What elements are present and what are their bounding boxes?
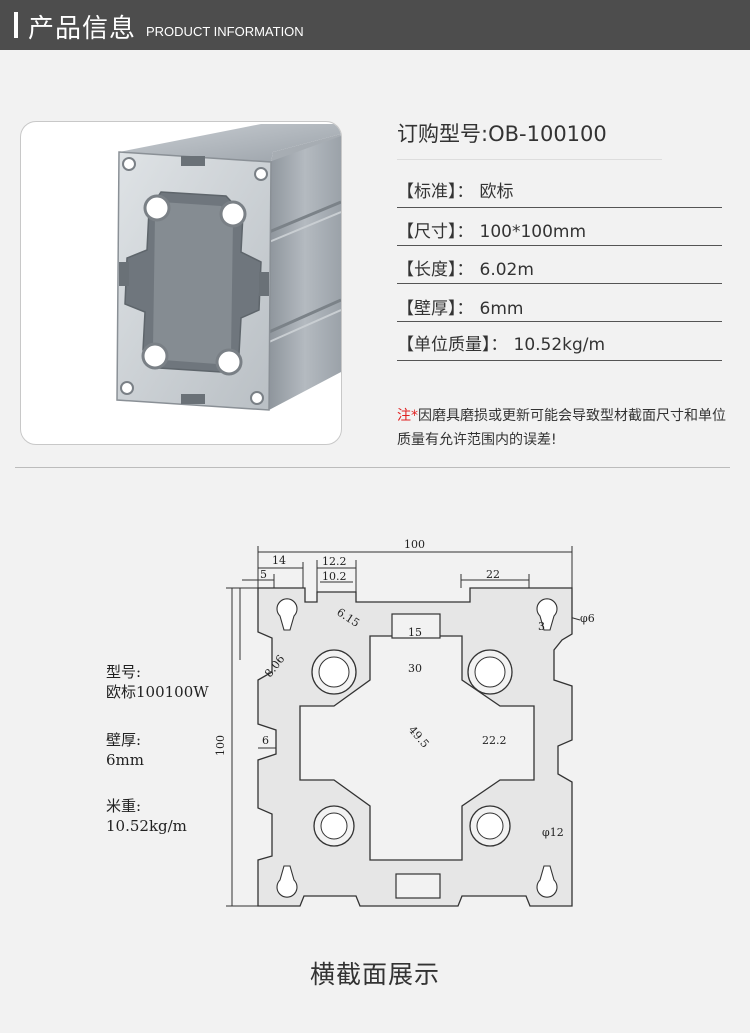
weight-info: 米重: 10.52kg/m [106, 796, 187, 836]
model-label: 型号: [106, 663, 142, 681]
header-subtitle: PRODUCT INFORMATION [146, 24, 304, 39]
dim-22: 22 [486, 568, 500, 581]
order-model: 订购型号:OB-100100 [397, 118, 607, 148]
dim-3: 3 [538, 620, 545, 633]
spec-label: 【单位质量】： [397, 335, 508, 355]
dim-5: 5 [260, 568, 267, 581]
cross-section-drawing: 100 14 5 12.2 10.2 22 6.15 15 8.06 30 10… [214, 538, 595, 907]
divider [397, 283, 722, 284]
model-value: 欧标100100W [106, 683, 209, 701]
spec-label: 【尺寸】： [397, 222, 474, 242]
product-photo [20, 121, 342, 445]
spec-row-standard: 【标准】：欧标 [397, 177, 514, 202]
cross-section-caption: 横截面展示 [309, 960, 440, 989]
note-text: 因磨具磨损或更新可能会导致型材截面尺寸和单位质量有允许范围内的误差! [397, 408, 726, 448]
section-divider [15, 467, 730, 468]
spec-label: 【长度】： [397, 260, 474, 280]
divider [397, 360, 722, 361]
profile-cavity [299, 635, 535, 861]
model-info: 型号: 欧标100100W [106, 662, 209, 702]
tolerance-note: 注*因磨具磨损或更新可能会导致型材截面尺寸和单位质量有允许范围内的误差! [397, 404, 732, 452]
wall-label: 壁厚: [106, 731, 142, 749]
dim-30: 30 [408, 662, 422, 675]
dim-100-height: 100 [214, 735, 227, 756]
divider [397, 245, 722, 246]
dim-phi6: φ6 [580, 612, 595, 625]
spec-value: 6.02m [479, 260, 534, 280]
header-title: 产品信息 [28, 14, 137, 44]
divider [397, 159, 662, 160]
divider [397, 321, 722, 322]
section-header: 产品信息 PRODUCT INFORMATION [0, 0, 750, 50]
weight-label: 米重: [106, 797, 142, 815]
spec-row-length: 【长度】：6.02m [397, 255, 534, 280]
wall-value: 6mm [106, 751, 144, 769]
note-prefix: 注* [397, 408, 418, 424]
aluminum-profile-image [116, 124, 341, 411]
wall-info: 壁厚: 6mm [106, 730, 144, 770]
dim-14: 14 [272, 554, 286, 567]
dim-phi12: φ12 [542, 826, 564, 839]
spec-row-wall: 【壁厚】：6mm [397, 294, 523, 319]
dim-12-2: 12.2 [322, 555, 347, 568]
spec-label: 【标准】： [397, 182, 474, 202]
dim-100-width: 100 [404, 538, 425, 551]
order-value: OB-100100 [488, 122, 607, 146]
spec-label: 【壁厚】： [397, 299, 474, 319]
dim-15: 15 [408, 626, 422, 639]
dim-10-2: 10.2 [322, 570, 347, 583]
spec-value: 欧标 [479, 182, 514, 202]
header-accent-bar [14, 12, 18, 38]
bottom-slot [395, 873, 441, 899]
divider [397, 207, 722, 208]
dim-22-2: 22.2 [482, 734, 507, 747]
order-label: 订购型号: [397, 122, 489, 146]
top-slot [391, 613, 441, 639]
dim-6-wall: 6 [262, 734, 269, 747]
spec-value: 100*100mm [479, 222, 587, 242]
spec-value: 6mm [479, 299, 524, 319]
weight-value: 10.52kg/m [106, 817, 187, 835]
spec-row-size: 【尺寸】：100*100mm [397, 217, 586, 242]
spec-row-weight: 【单位质量】：10.52kg/m [397, 330, 605, 355]
spec-value: 10.52kg/m [513, 335, 606, 355]
